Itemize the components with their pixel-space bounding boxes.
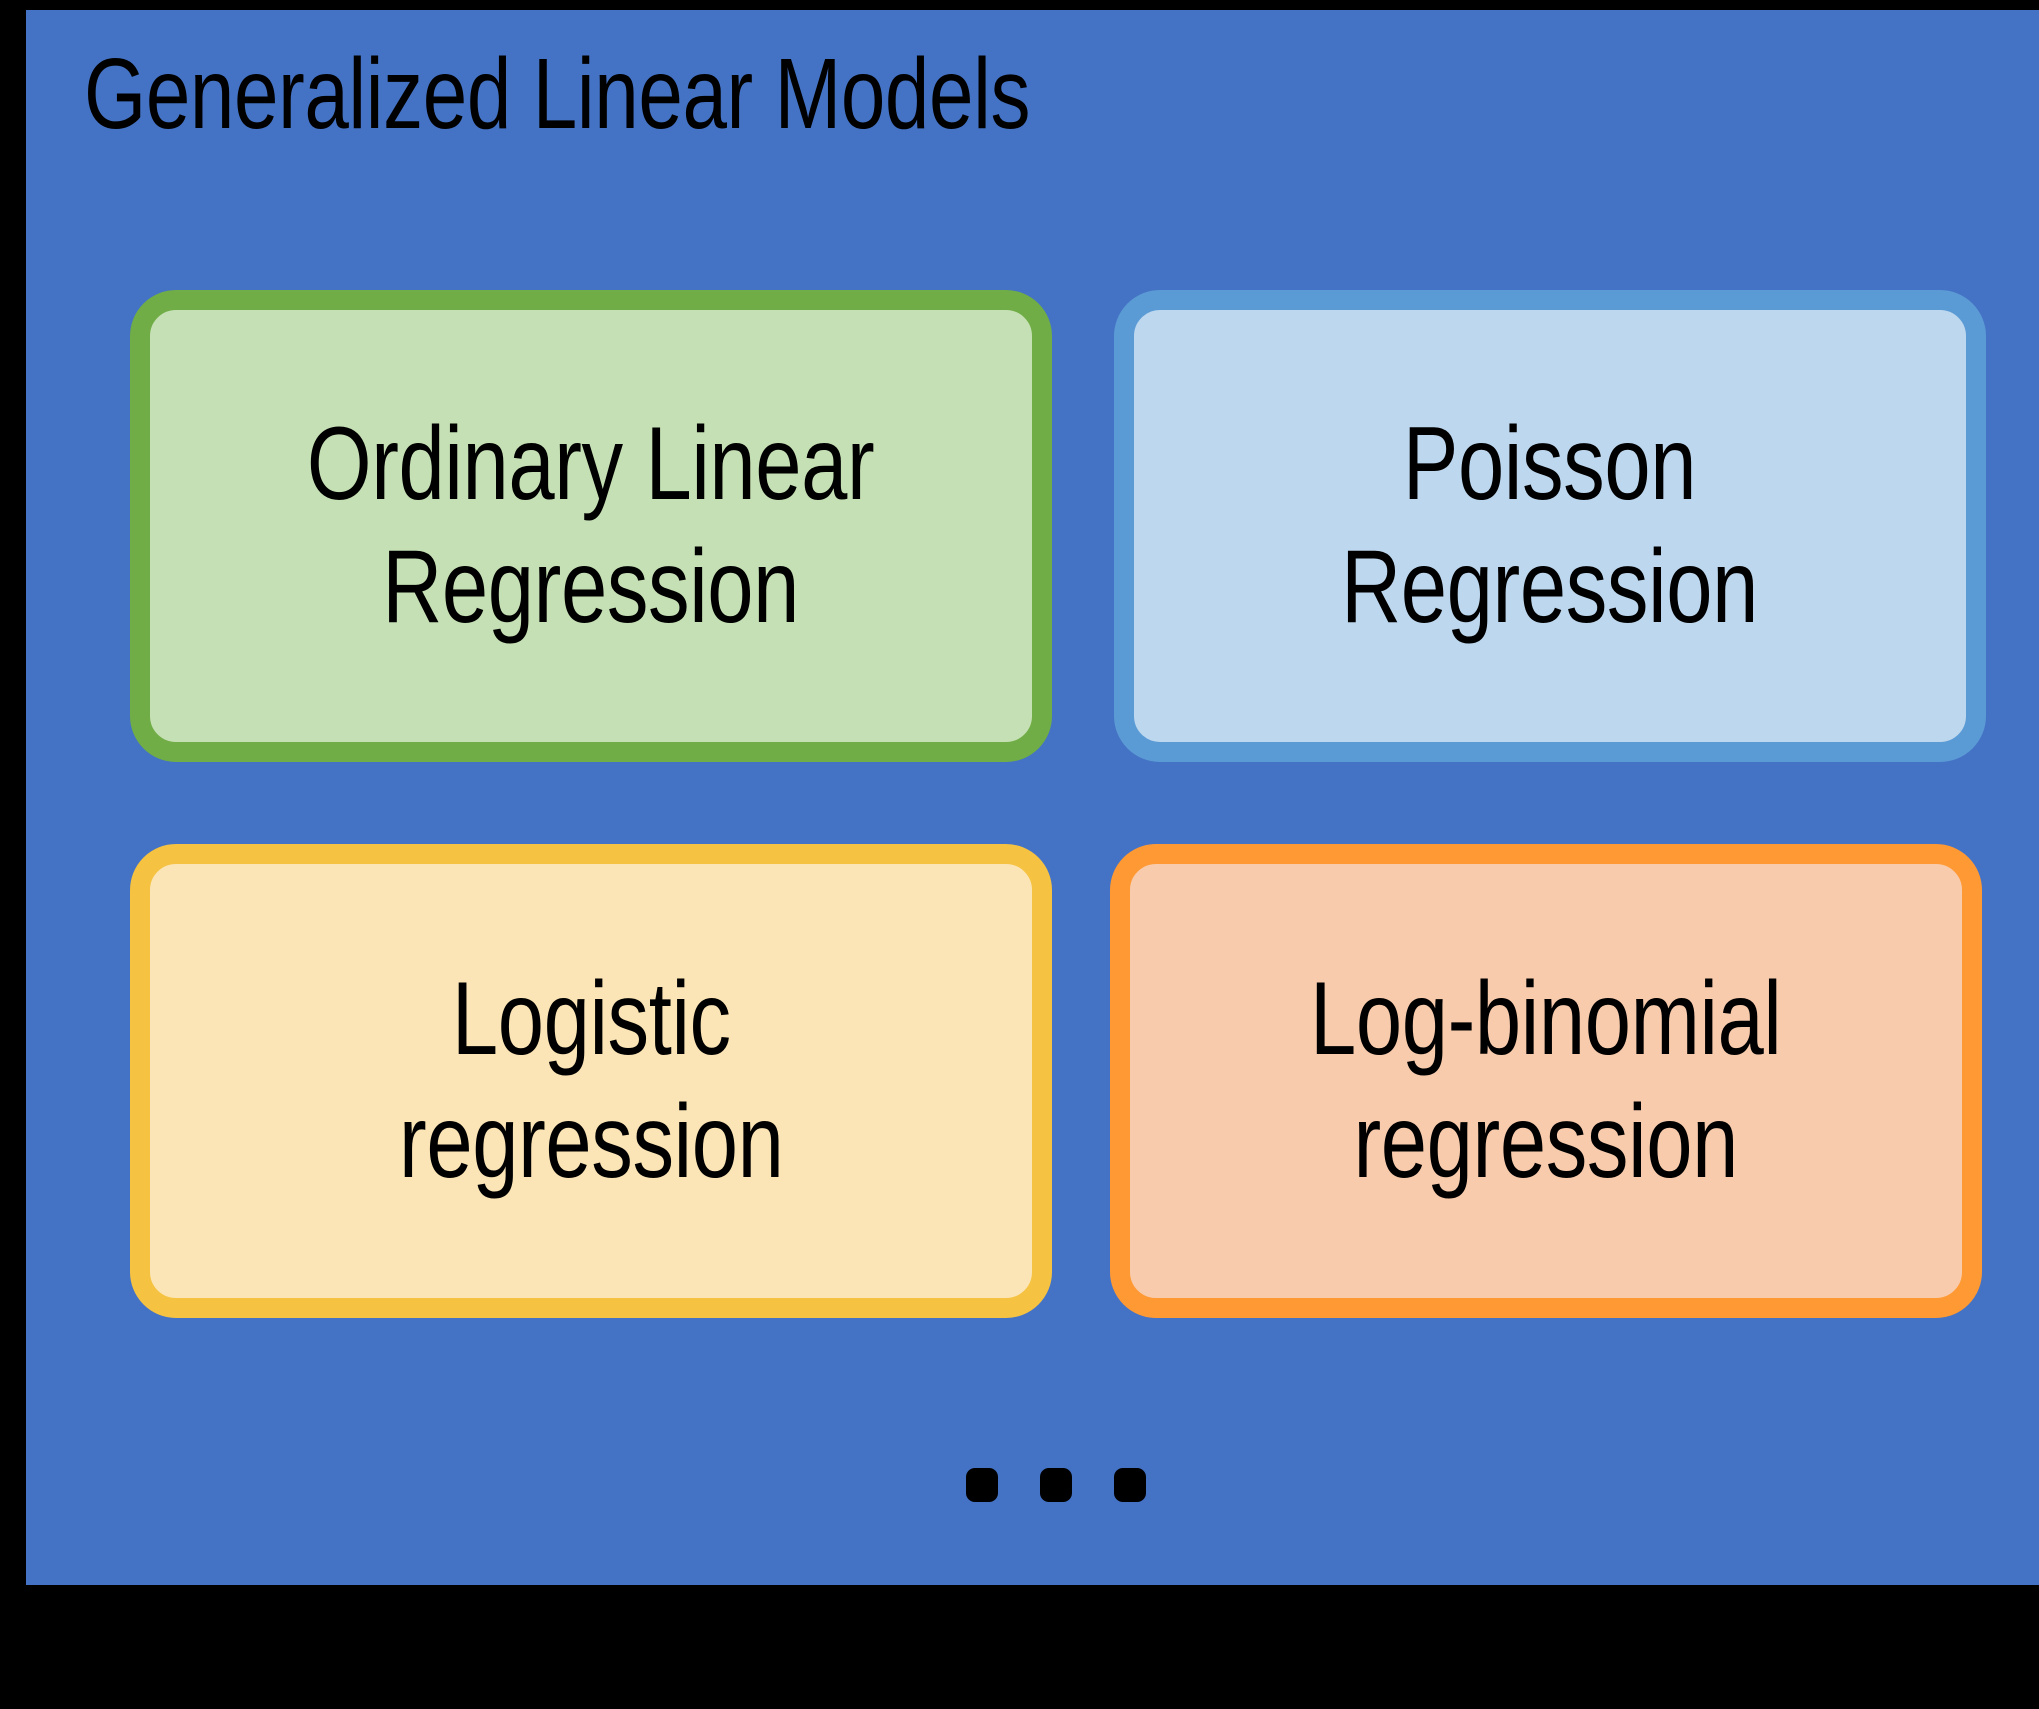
page-title: Generalized Linear Models xyxy=(84,38,1031,150)
model-box-ordinary-linear-regression[interactable]: Ordinary Linear Regression xyxy=(130,290,1052,762)
model-box-label: Logistic regression xyxy=(398,961,784,1200)
ellipsis-dot xyxy=(1114,1468,1146,1502)
ellipsis-dot xyxy=(1040,1468,1072,1502)
model-box-logistic-regression[interactable]: Logistic regression xyxy=(130,844,1052,1318)
model-box-poisson-regression[interactable]: Poisson Regression xyxy=(1114,290,1986,762)
model-box-label: Poisson Regression xyxy=(1341,406,1759,645)
model-box-label: Log-binomial regression xyxy=(1310,961,1782,1200)
model-box-log-binomial-regression[interactable]: Log-binomial regression xyxy=(1110,844,1982,1318)
generalized-linear-models-panel: Generalized Linear Models Ordinary Linea… xyxy=(26,10,2039,1585)
model-box-label: Ordinary Linear Regression xyxy=(307,406,875,645)
ellipsis-dot xyxy=(966,1468,998,1502)
ellipsis-icon xyxy=(966,1450,1146,1520)
